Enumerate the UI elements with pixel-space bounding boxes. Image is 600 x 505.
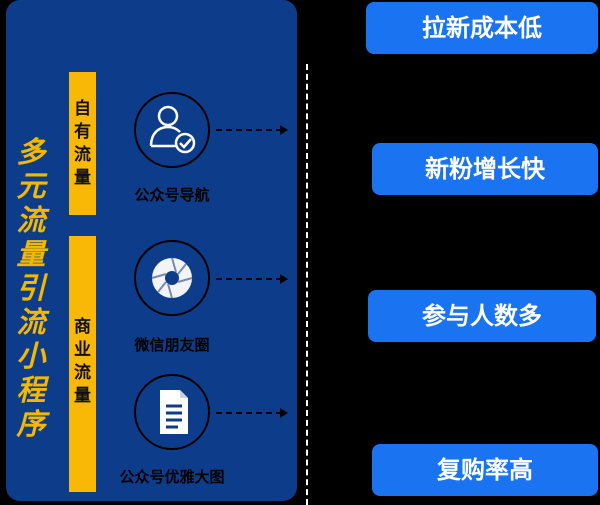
channel-2-label: 微信朋友圈 [134,336,210,354]
benefit-4: 复购率高 [372,444,598,496]
benefit-1: 拉新成本低 [366,2,598,54]
commercial-traffic-bar: 商业流量 [69,236,96,492]
channel-3-circle [134,374,210,450]
channel-3-arrow [216,408,288,418]
own-traffic-label: 自有流量 [74,99,91,188]
commercial-traffic-label: 商业流量 [74,317,91,406]
channel-1-circle [134,92,210,168]
benefit-3: 参与人数多 [368,290,596,342]
channel-2-arrow [216,274,288,284]
user-check-icon [149,105,196,154]
document-icon [160,390,188,434]
channel-1-label: 公众号导航 [134,186,210,204]
diagram-title: 多元流量引流小程序 [16,135,46,441]
channel-3-label: 公众号优雅大图 [119,468,225,486]
channel-2-circle [134,240,210,316]
own-traffic-bar: 自有流量 [69,72,96,215]
channel-1-arrow [216,125,288,135]
benefit-2: 新粉增长快 [372,143,598,195]
camera-aperture-icon [151,257,193,299]
dashed-divider [306,64,308,505]
